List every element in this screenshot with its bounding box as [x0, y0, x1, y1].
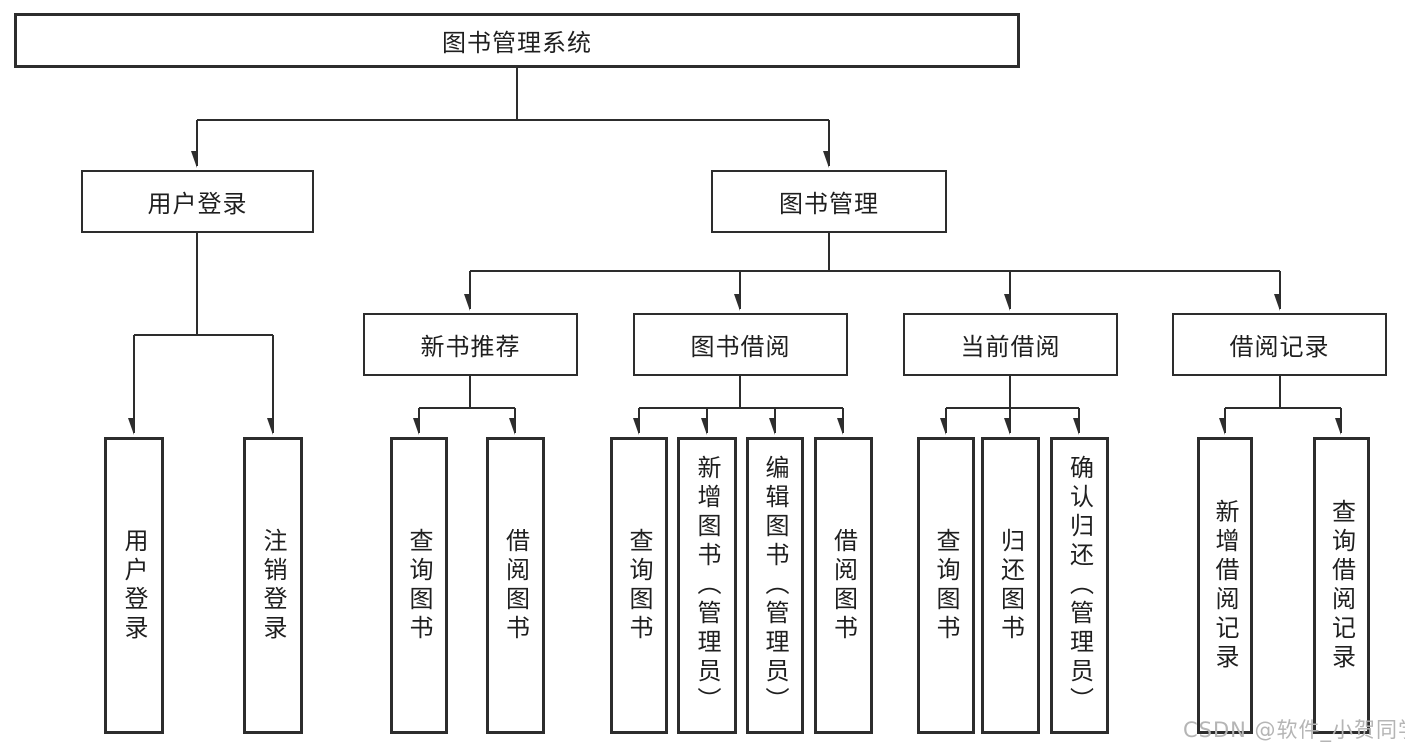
node-label: 归还图书 — [996, 527, 1025, 644]
node-book-borrow: 图书借阅 — [633, 313, 848, 376]
node-label: 编辑图书（管理员） — [761, 455, 789, 716]
node-label: 用户登录 — [120, 527, 148, 644]
node-label: 图书管理 — [779, 190, 879, 218]
leaf-query-books-current: 查询图书 — [917, 437, 975, 734]
leaf-logout: 注销登录 — [243, 437, 303, 734]
leaf-return-books: 归还图书 — [981, 437, 1040, 734]
node-library-management-system: 图书管理系统 — [14, 13, 1020, 68]
node-label: 借阅记录 — [1229, 333, 1330, 361]
node-label: 当前借阅 — [960, 333, 1061, 361]
csdn-watermark: CSDN @软件_小贺同学 — [1183, 718, 1405, 742]
node-user-login: 用户登录 — [81, 170, 314, 233]
node-new-book-recommend: 新书推荐 — [363, 313, 578, 376]
node-label: 注销登录 — [259, 527, 287, 644]
node-label: 查询图书 — [625, 527, 653, 644]
leaf-borrow-books: 借阅图书 — [814, 437, 873, 734]
node-label: 用户登录 — [147, 190, 248, 218]
node-book-management: 图书管理 — [711, 170, 947, 233]
node-label: 确认归还（管理员） — [1065, 455, 1094, 716]
node-label: 查询图书 — [405, 527, 433, 644]
leaf-add-borrow-record: 新增借阅记录 — [1197, 437, 1253, 734]
node-borrow-records: 借阅记录 — [1172, 313, 1387, 376]
node-label: 查询借阅记录 — [1327, 498, 1356, 673]
leaf-query-books-borrow: 查询图书 — [610, 437, 668, 734]
leaf-query-borrow-record: 查询借阅记录 — [1313, 437, 1370, 734]
node-label: 借阅图书 — [501, 527, 530, 644]
leaf-confirm-return-admin: 确认归还（管理员） — [1050, 437, 1109, 734]
node-label: 借阅图书 — [829, 527, 858, 644]
node-label: 新书推荐 — [420, 333, 521, 361]
leaf-user-login: 用户登录 — [104, 437, 164, 734]
node-label: 新增图书（管理员） — [693, 455, 721, 716]
leaf-query-books-recommend: 查询图书 — [390, 437, 448, 734]
node-label: 查询图书 — [932, 527, 960, 644]
node-label: 图书管理系统 — [442, 29, 592, 57]
leaf-add-books-admin: 新增图书（管理员） — [677, 437, 737, 734]
leaf-borrow-books-recommend: 借阅图书 — [486, 437, 545, 734]
node-label: 图书借阅 — [690, 333, 791, 361]
node-label: 新增借阅记录 — [1211, 498, 1239, 673]
node-current-borrow: 当前借阅 — [903, 313, 1118, 376]
leaf-edit-books-admin: 编辑图书（管理员） — [746, 437, 804, 734]
